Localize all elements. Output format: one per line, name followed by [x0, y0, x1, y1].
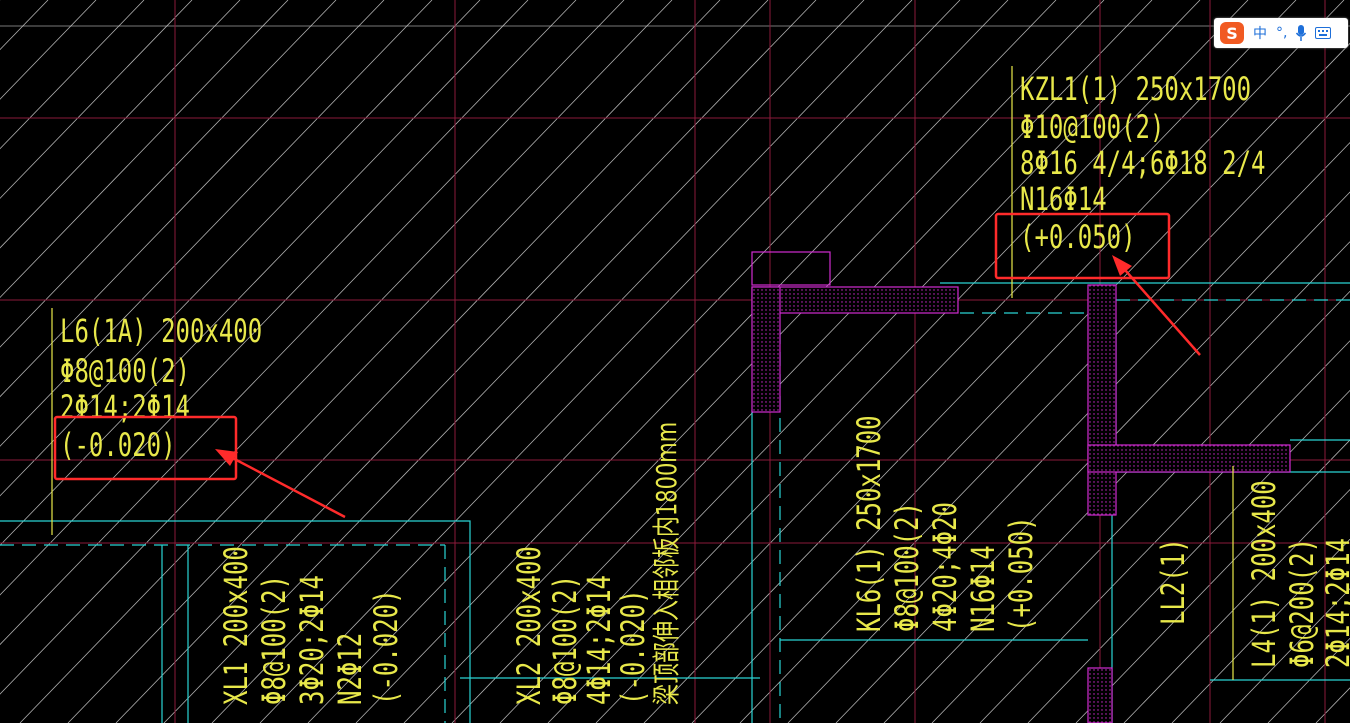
hatch-line: [0, 0, 193, 199]
highlight-annotations: [53, 212, 1201, 519]
hatch-line: [211, 0, 913, 723]
xl1-line-4: N2Φ12: [332, 633, 369, 705]
xl2-line-1: XL2 200x400: [511, 546, 548, 705]
hatch-line: [595, 0, 1297, 723]
annotation-l4: L4(1) 200x400 Φ6@200(2) 2Φ14;2Φ14: [1246, 480, 1350, 668]
kl6-line-1: KL6(1) 250x1700: [851, 415, 888, 632]
arrow-left-head: [215, 449, 238, 466]
sogou-logo-icon[interactable]: S: [1220, 22, 1244, 44]
xl1-line-3: 3Φ20;2Φ14: [294, 575, 331, 705]
kzl1-line-5: (+0.050): [1020, 219, 1136, 256]
hatch-line: [499, 0, 1201, 723]
hatch-line: [547, 0, 1249, 723]
hatch-line: [0, 0, 49, 51]
ll2-line-1: LL2(1): [1155, 538, 1192, 625]
highlight-box-top: [994, 212, 1171, 280]
kzl1-line-2: Φ10@100(2): [1020, 109, 1164, 146]
hatch-line: [0, 0, 241, 249]
hatch-line: [67, 0, 769, 723]
l4-line-2: Φ6@200(2): [1284, 538, 1321, 668]
hatch-line: [259, 0, 961, 723]
hatch-line: [0, 0, 145, 150]
kl6-line-5: (+0.050): [1003, 516, 1040, 632]
xl1-line-1: XL1 200x400: [218, 546, 255, 705]
hatch-line: [1075, 439, 1350, 723]
kzl1-line-1: KZL1(1) 250x1700: [1020, 71, 1251, 108]
xl2-line-4: (-0.020): [615, 589, 652, 705]
xl2-line-2: Φ8@100(2): [547, 575, 584, 705]
hatch-line: [451, 0, 1153, 723]
keyboard-icon[interactable]: [1315, 27, 1332, 39]
hatch-line: [835, 191, 1350, 723]
l6-line-4: (-0.020): [60, 427, 176, 464]
hatch-line: [787, 141, 1350, 723]
hatch-line: [691, 42, 1350, 723]
kzl1-line-3: 8Φ16 4/4;6Φ18 2/4: [1020, 145, 1265, 182]
l4-line-3: 2Φ14;2Φ14: [1320, 538, 1350, 668]
annotation-xl2: XL2 200x400 Φ8@100(2) 4Φ14;2Φ14 (-0.020)…: [511, 422, 683, 705]
hatch-line: [931, 290, 1350, 723]
annotation-kzl1: KZL1(1) 250x1700 Φ10@100(2) 8Φ16 4/4;6Φ1…: [1020, 71, 1265, 256]
kzl1-line-4: N16Φ14: [1020, 181, 1107, 218]
annotation-xl1: XL1 200x400 Φ8@100(2) 3Φ20;2Φ14 N2Φ12 (-…: [218, 546, 405, 705]
hatch-line: [979, 340, 1350, 723]
hatch-line: [163, 0, 865, 723]
l6-line-3: 2Φ14;2Φ14: [60, 389, 190, 426]
hatch-line: [0, 0, 625, 646]
hatch-line: [0, 0, 673, 695]
hatch-line: [0, 0, 337, 348]
hatch-line: [0, 0, 481, 497]
beam-annotations: KZL1(1) 250x1700 Φ10@100(2) 8Φ16 4/4;6Φ1…: [60, 71, 1350, 705]
xl2-line-5: 梁顶部伸入相邻板内1800mm: [650, 422, 683, 705]
shear-walls: [751, 251, 1291, 723]
annotation-l6: L6(1A) 200x400 Φ8@100(2) 2Φ14;2Φ14 (-0.0…: [60, 313, 262, 464]
l4-line-1: L4(1) 200x400: [1246, 480, 1283, 668]
hatch-line: [0, 0, 433, 447]
hatch-line: [1123, 488, 1350, 723]
hatch-line: [355, 0, 1057, 723]
annotation-ll2: LL2(1): [1155, 538, 1192, 625]
annotation-kl6: KL6(1) 250x1700 Φ8@100(2) 4Φ20;4Φ20 N16Φ…: [851, 415, 1040, 632]
l6-line-1: L6(1A) 200x400: [60, 313, 262, 350]
hatch-line: [0, 0, 385, 398]
arrow-top-line: [1117, 261, 1201, 356]
hatch-line: [0, 0, 289, 299]
hatch-line: [307, 0, 1009, 723]
l6-line-2: Φ8@100(2): [60, 353, 190, 390]
ime-mode-toggle[interactable]: 中: [1253, 26, 1267, 42]
xl1-line-5: (-0.020): [368, 589, 405, 705]
ime-punct-toggle[interactable]: °,: [1276, 25, 1288, 41]
hatch-line: [0, 0, 577, 596]
hatch-line: [1171, 538, 1350, 723]
xl2-line-3: 4Φ14;2Φ14: [581, 575, 618, 705]
highlight-box-left: [53, 415, 238, 481]
xl1-line-2: Φ8@100(2): [256, 575, 293, 705]
kl6-line-4: N16Φ14: [965, 545, 1002, 632]
hatch-line: [643, 0, 1345, 723]
hatch-line: [1027, 389, 1350, 723]
leader-lines: [51, 66, 1234, 680]
hatch-line: [1219, 588, 1350, 723]
kl6-line-2: Φ8@100(2): [889, 502, 926, 632]
hatch-line: [0, 0, 529, 546]
ime-toolbar[interactable]: S 中 °,: [1214, 18, 1348, 48]
hatch-line: [883, 241, 1350, 723]
kl6-line-3: 4Φ20;4Φ20: [927, 502, 964, 632]
hatch-line: [115, 0, 817, 723]
hatch-line: [19, 0, 721, 723]
arrow-top-head: [1112, 255, 1132, 276]
arrow-left-line: [224, 452, 346, 519]
microphone-icon[interactable]: [1296, 25, 1307, 41]
